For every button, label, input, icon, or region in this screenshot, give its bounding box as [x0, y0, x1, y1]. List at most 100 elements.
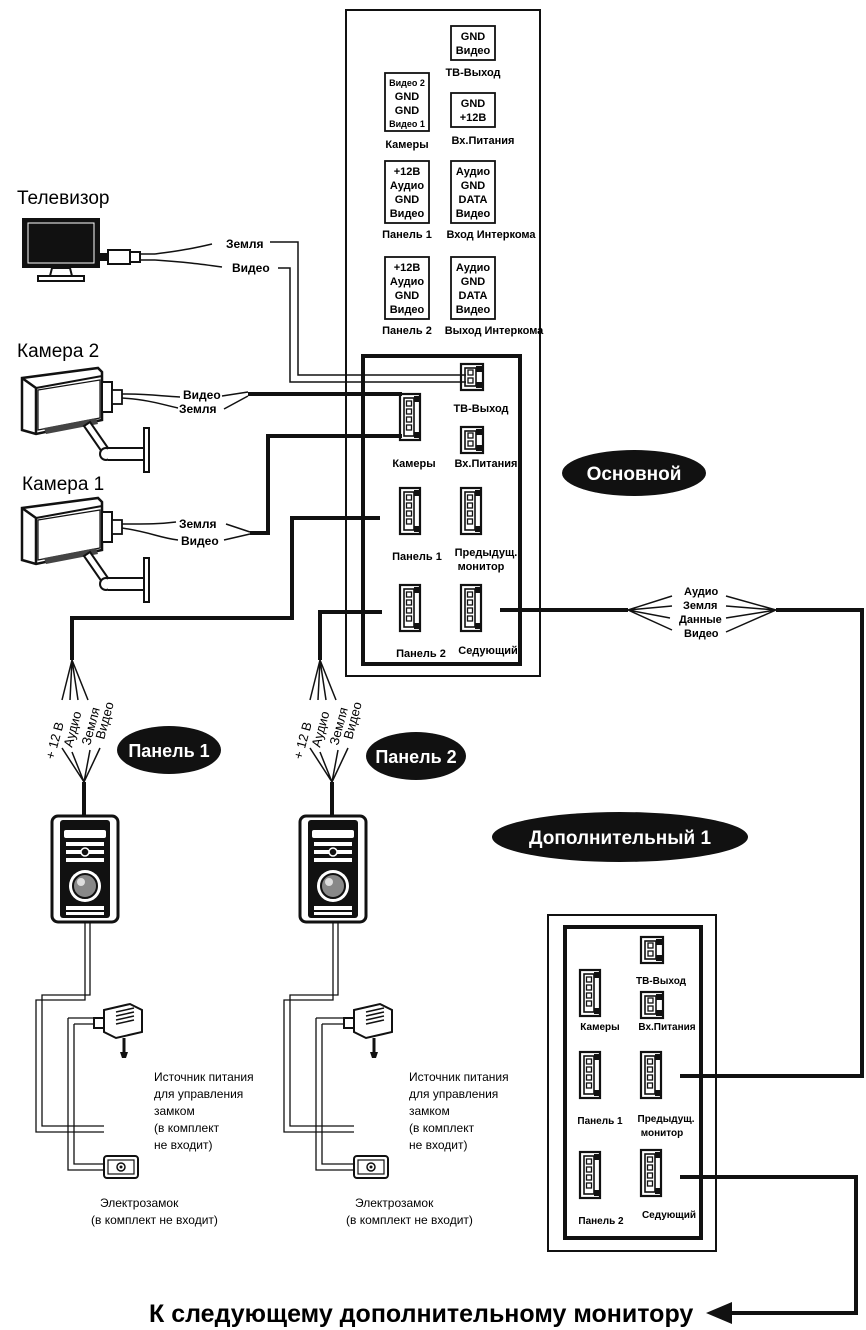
- svg-text:Видео: Видео: [390, 208, 425, 220]
- extra-panel2-connector: [578, 1150, 602, 1200]
- svg-text:Видео: Видео: [92, 700, 116, 741]
- main-power-label: Вх.Питания: [455, 458, 518, 470]
- pinout-intercom-in: Аудио GND DATA Видео Вход Интеркома: [446, 160, 536, 241]
- svg-text:Панель 1: Панель 1: [128, 741, 209, 761]
- panel1-power-supply-icon: [92, 1002, 144, 1060]
- main-badge: Основной: [562, 450, 706, 496]
- main-next-label: Седующий: [458, 645, 518, 657]
- panel2-badge: Панель 2: [366, 732, 466, 780]
- svg-text:для управления: для управления: [154, 1087, 243, 1101]
- footer-caption: К следующему дополнительному монитору: [149, 1300, 693, 1328]
- panel2-power-supply-icon: [342, 1002, 394, 1060]
- svg-text:Источник питания: Источник питания: [409, 1070, 509, 1084]
- door-panel-1: [50, 814, 120, 924]
- extra-panel1-connector: [578, 1050, 602, 1100]
- main-panel2-label: Панель 2: [396, 648, 446, 660]
- camera2-wire-video: Видео: [183, 388, 221, 402]
- panel1-power-note: Источник питания для управления замком (…: [154, 1070, 254, 1152]
- extra-tv-out-connector: [639, 935, 665, 965]
- bus-wire-video: Видео: [684, 628, 719, 640]
- camera2-title: Камера 2: [17, 341, 99, 362]
- main-panel1-label: Панель 1: [392, 551, 442, 563]
- svg-text:Электрозамок: Электрозамок: [100, 1196, 179, 1210]
- svg-text:+12В: +12В: [394, 262, 421, 274]
- panel1-lock-note: Электрозамок (в комплект не входит): [91, 1196, 218, 1227]
- svg-text:Видео 2: Видео 2: [389, 78, 425, 88]
- svg-text:не входит): не входит): [154, 1138, 212, 1152]
- svg-text:(в комплект не входит): (в комплект не входит): [91, 1213, 218, 1227]
- camera1-wire-ground: Земля: [179, 517, 217, 531]
- svg-text:Электрозамок: Электрозамок: [355, 1196, 434, 1210]
- svg-text:Видео: Видео: [340, 700, 364, 741]
- camera2-wire-ground: Земля: [179, 402, 217, 416]
- svg-text:GND: GND: [461, 276, 486, 288]
- extra-power-connector: [639, 990, 665, 1020]
- svg-text:Видео: Видео: [456, 304, 491, 316]
- main-prev-monitor-label-2: монитор: [458, 561, 505, 573]
- svg-text:замком: замком: [154, 1104, 195, 1118]
- camera1-wire-video: Видео: [181, 534, 219, 548]
- svg-text:Аудио: Аудио: [390, 276, 425, 288]
- svg-text:GND: GND: [395, 290, 420, 302]
- main-tv-out-label: ТВ-Выход: [453, 403, 508, 415]
- svg-text:Дополнительный 1: Дополнительный 1: [529, 828, 711, 849]
- extra-cameras-label: Камеры: [580, 1022, 619, 1033]
- svg-text:(в комплект: (в комплект: [409, 1121, 475, 1135]
- extra-connector-board: [563, 925, 703, 1240]
- svg-text:(в комплект: (в комплект: [154, 1121, 220, 1135]
- camera2-icon: [20, 366, 151, 474]
- svg-text:Вх.Питания: Вх.Питания: [452, 135, 515, 147]
- panel2-power-note: Источник питания для управления замком (…: [409, 1070, 509, 1152]
- extra-prev-monitor-label-2: монитор: [641, 1128, 684, 1139]
- tv-wire-video: Видео: [232, 261, 270, 275]
- extra-power-label: Вх.Питания: [638, 1022, 695, 1033]
- svg-text:Панель 2: Панель 2: [382, 325, 432, 337]
- main-panel1-connector: [398, 486, 422, 536]
- extra-panel2-label: Панель 2: [578, 1216, 624, 1227]
- extra-tv-out-label: ТВ-Выход: [636, 976, 687, 987]
- camera1-icon: [20, 496, 151, 604]
- svg-text:(в комплект не входит): (в комплект не входит): [346, 1213, 473, 1227]
- svg-text:GND: GND: [395, 91, 420, 103]
- svg-text:Источник питания: Источник питания: [154, 1070, 254, 1084]
- panel2-lock-note: Электрозамок (в комплект не входит): [346, 1196, 473, 1227]
- bus-wire-audio: Аудио: [684, 586, 719, 598]
- tv-icon: [22, 218, 155, 282]
- svg-text:GND: GND: [461, 98, 486, 110]
- extra-cameras-connector: [578, 968, 602, 1018]
- svg-text:Аудио: Аудио: [390, 180, 425, 192]
- main-panel2-connector: [398, 583, 422, 633]
- svg-text:+12В: +12В: [394, 166, 421, 178]
- svg-text:DATA: DATA: [459, 194, 488, 206]
- main-cameras-label: Камеры: [392, 458, 435, 470]
- bus-wire-data: Данные: [679, 614, 722, 626]
- svg-text:Аудио: Аудио: [456, 262, 491, 274]
- svg-text:Основной: Основной: [587, 464, 682, 485]
- svg-text:GND: GND: [395, 194, 420, 206]
- svg-text:не входит): не входит): [409, 1138, 467, 1152]
- pinout-power-in: GND +12В Вх.Питания: [450, 92, 515, 147]
- panel1-lock-icon: [103, 1155, 139, 1179]
- svg-text:GND: GND: [461, 180, 486, 192]
- svg-text:Панель 2: Панель 2: [375, 747, 456, 767]
- svg-text:Видео: Видео: [456, 45, 491, 57]
- panel2-lock-icon: [353, 1155, 389, 1179]
- svg-text:Вход Интеркома: Вход Интеркома: [446, 229, 536, 241]
- camera1-title: Камера 1: [22, 474, 104, 495]
- tv-title: Телевизор: [17, 188, 109, 209]
- tv-wire-ground: Земля: [226, 237, 264, 251]
- extra-next-connector: [639, 1148, 663, 1198]
- main-connector-board: [361, 354, 522, 666]
- extra-prev-monitor-label-1: Предыдущ.: [638, 1114, 695, 1125]
- main-unit-frame: [345, 9, 541, 677]
- extra-prev-monitor-connector: [639, 1050, 663, 1100]
- pinout-panel2: +12В Аудио GND Видео Панель 2: [382, 256, 432, 337]
- main-power-connector: [459, 425, 485, 455]
- main-prev-monitor-label-1: Предыдущ.: [455, 547, 518, 559]
- svg-text:DATA: DATA: [459, 290, 488, 302]
- svg-text:замком: замком: [409, 1104, 450, 1118]
- svg-text:Видео: Видео: [456, 208, 491, 220]
- svg-text:для управления: для управления: [409, 1087, 498, 1101]
- door-panel-2: [298, 814, 368, 924]
- extra-badge: Дополнительный 1: [492, 812, 748, 862]
